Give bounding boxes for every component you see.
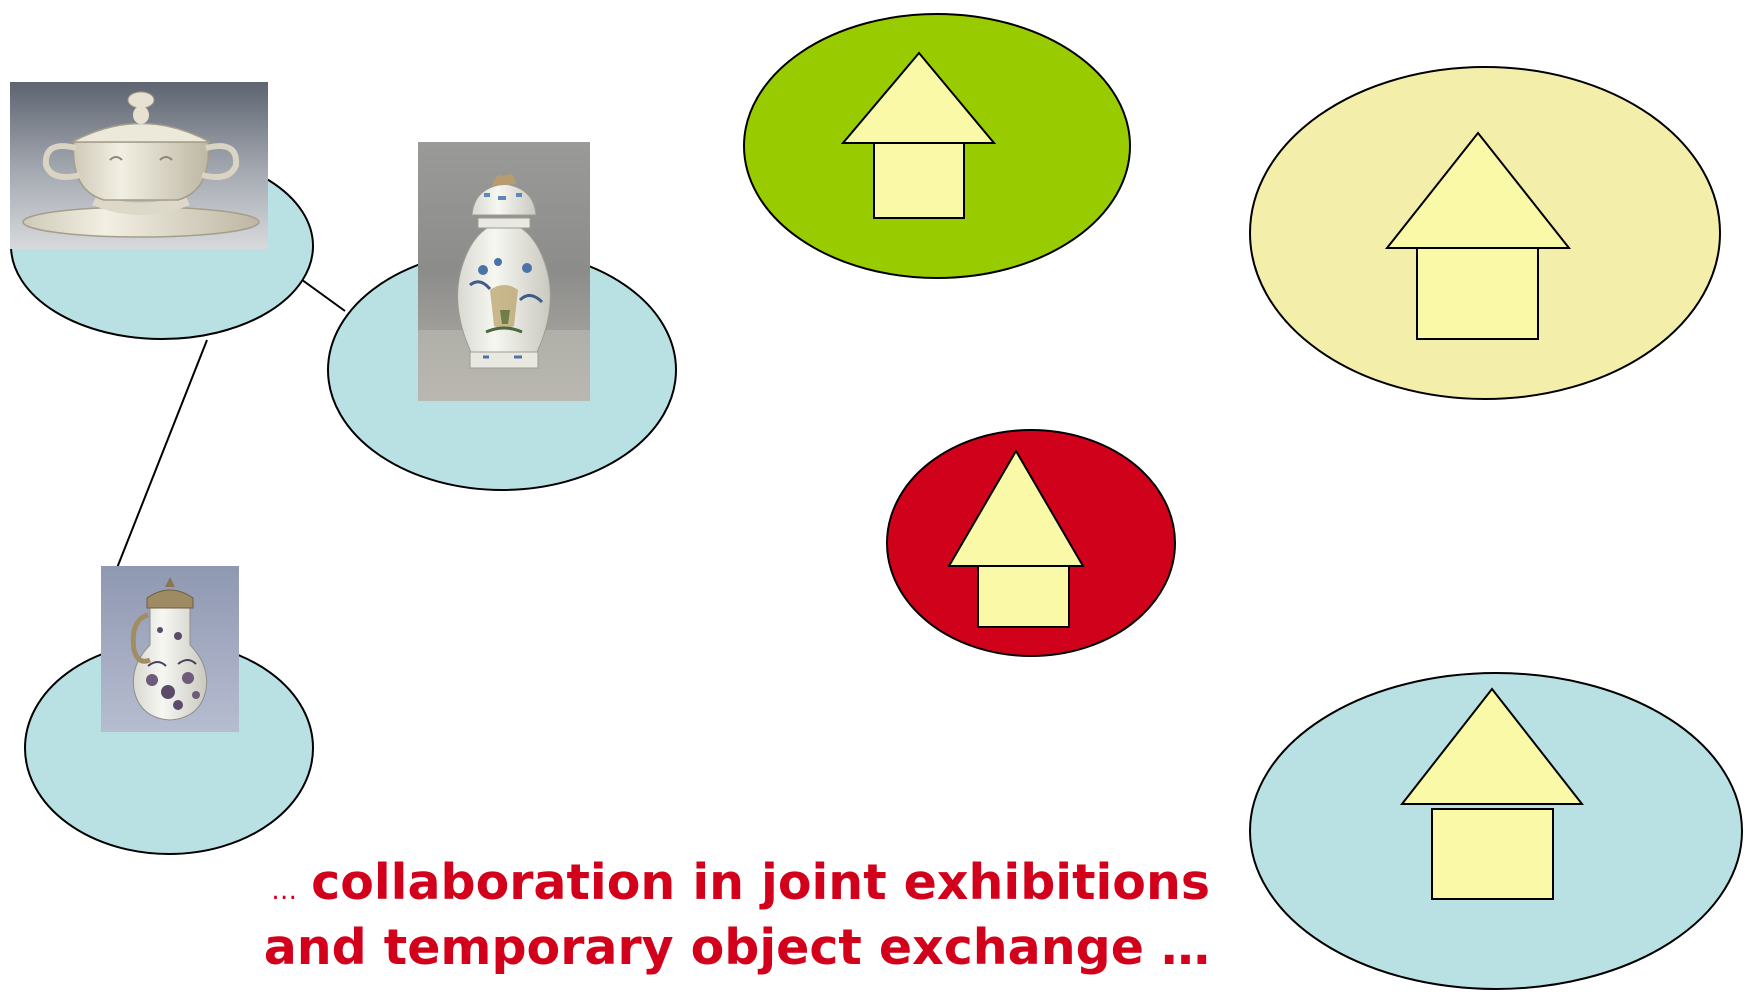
house-icon [840, 51, 997, 219]
connector-tureen-jug [116, 339, 208, 569]
khaki-museum [1249, 66, 1721, 400]
blue-museum [1249, 672, 1743, 990]
vase-photo[interactable] [418, 142, 590, 401]
tureen-photo[interactable] [10, 82, 268, 249]
caption-ellipsis: … [271, 876, 298, 906]
caption-line-1: … collaboration in joint exhibitions [120, 852, 1210, 922]
house-icon [1384, 131, 1572, 340]
green-museum [743, 13, 1131, 279]
caption-line-2: and temporary object exchange … [120, 917, 1210, 979]
red-museum [886, 429, 1176, 657]
house-icon [947, 449, 1085, 628]
house-icon [1399, 687, 1585, 900]
caption-line-1-text: collaboration in joint exhibitions [311, 854, 1210, 911]
jug-photo[interactable] [101, 566, 239, 732]
caption-line-2-text: and temporary object exchange … [263, 919, 1210, 976]
